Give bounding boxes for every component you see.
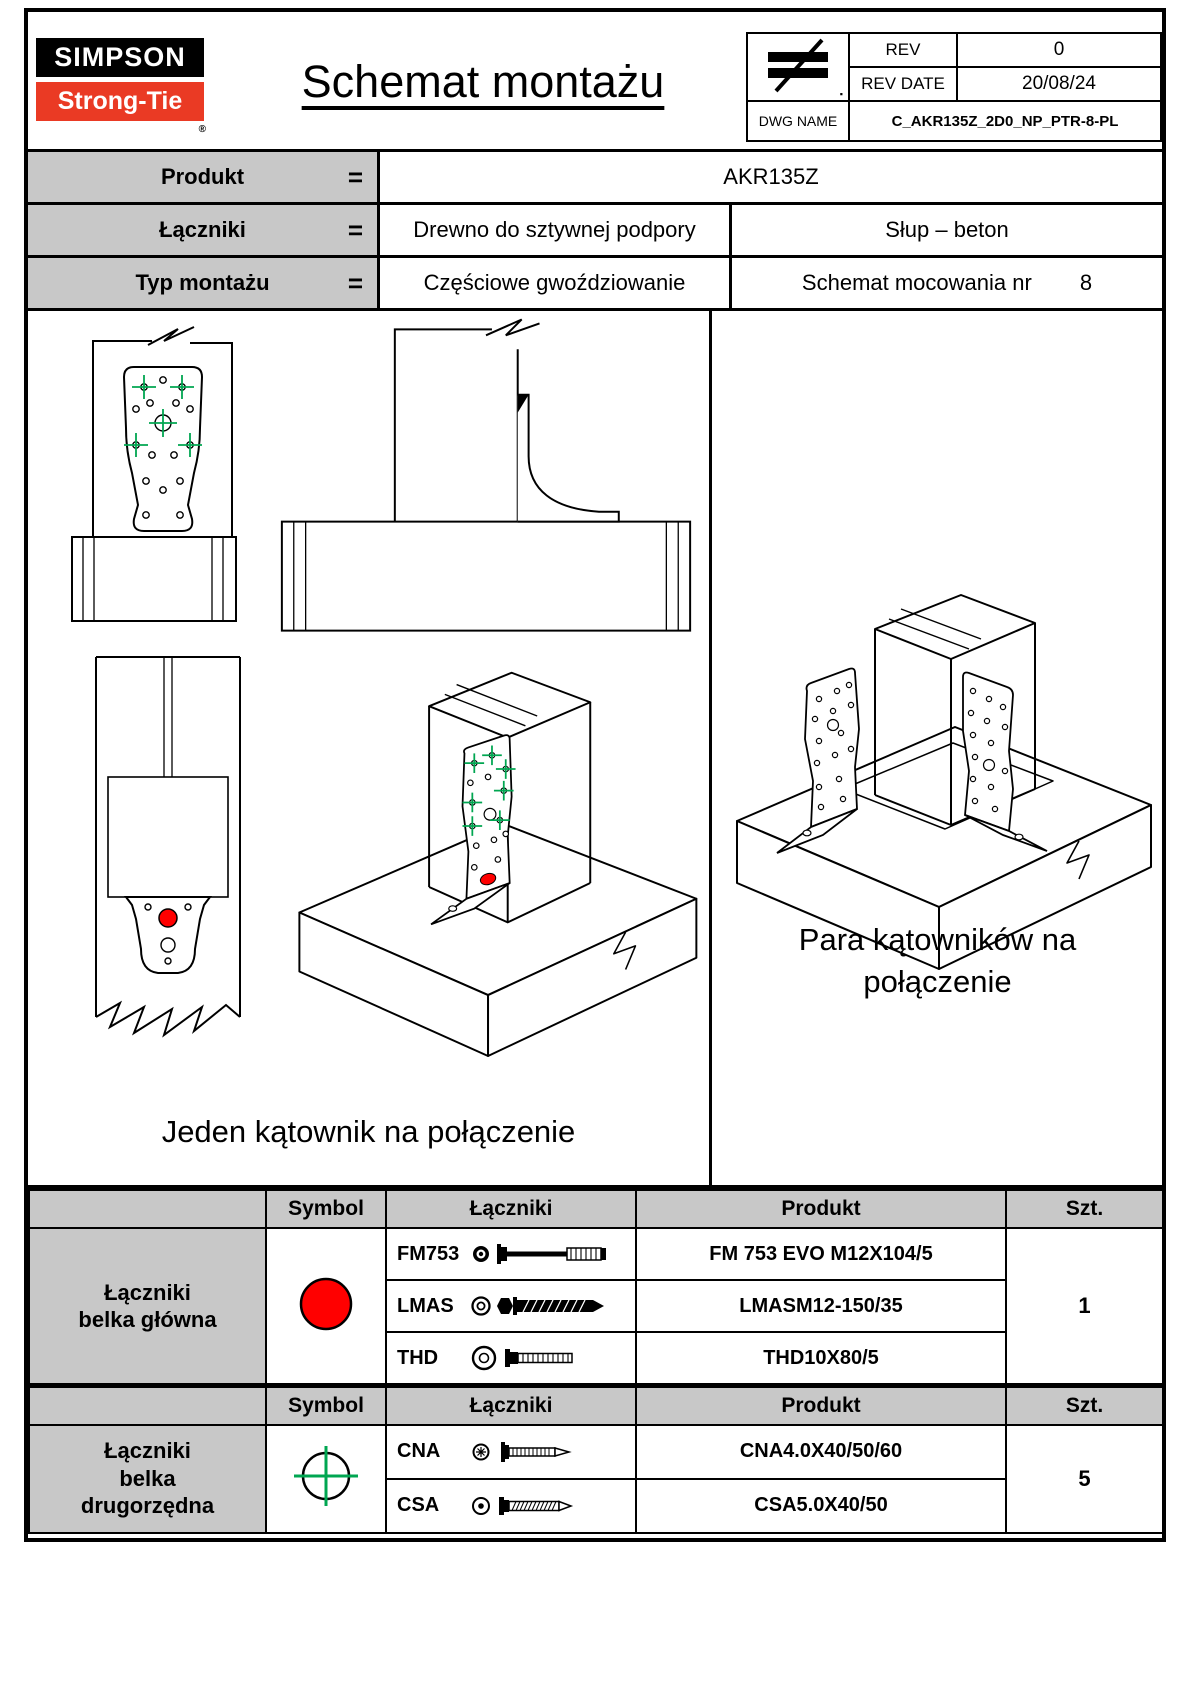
equals-sign: = bbox=[347, 267, 363, 298]
revision-table: ▪ REV 0 REV DATE 20/08/24 DWG NAME C_AKR… bbox=[746, 32, 1162, 142]
bracket-pair-panel: Para kątowników na połączenie bbox=[715, 311, 1162, 1185]
table-row: LMAS LMASM12-150/35 bbox=[29, 1279, 1163, 1333]
simpson-strongtie-logo: SIMPSON Strong-Tie ® bbox=[36, 38, 206, 135]
not-equal-projection-icon bbox=[768, 38, 828, 92]
fastener-product: LMASM12-150/35 bbox=[635, 1279, 1007, 1333]
rev-date-value: 20/08/24 bbox=[956, 66, 1162, 102]
table-row: Łączniki belka drugorzędna CNA bbox=[28, 1423, 1164, 1534]
caption-bracket-pair: Para kątowników na połączenie bbox=[798, 922, 1077, 999]
fastener-product: CNA4.0X40/50/60 bbox=[635, 1423, 1007, 1480]
rev-date-label: REV DATE bbox=[848, 66, 958, 102]
mounting-scheme-number: 8 bbox=[1079, 270, 1093, 295]
fastener-code: CNA bbox=[397, 1440, 441, 1462]
main-group-label: Łączniki belka główna bbox=[28, 1227, 267, 1385]
secondary-group-label: Łączniki belka drugorzędna bbox=[28, 1423, 267, 1534]
fastener-product: THD10X80/5 bbox=[635, 1331, 1007, 1385]
green-nail-markers bbox=[124, 375, 202, 457]
table-row: Łączniki belka główna FM753 bbox=[28, 1227, 1164, 1385]
header-qty: Szt. bbox=[1005, 1385, 1164, 1426]
fastener-code-cell: CNA bbox=[385, 1423, 637, 1480]
header-qty: Szt. bbox=[1005, 1189, 1164, 1229]
rev-value: 0 bbox=[956, 32, 1162, 68]
equals-sign: = bbox=[347, 161, 363, 192]
csa-screw-icon bbox=[472, 1496, 574, 1515]
drawing-sheet: SIMPSON Strong-Tie ® Schemat montażu ▪ R… bbox=[24, 8, 1166, 1542]
equals-sign: = bbox=[347, 214, 363, 245]
main-group-header-cell bbox=[28, 1189, 267, 1229]
fasteners-value-left: Drewno do sztywnej podpory bbox=[380, 205, 732, 255]
mounting-type-value: Częściowe gwoździowanie bbox=[380, 258, 732, 308]
logo-simpson-text: SIMPSON bbox=[36, 38, 204, 77]
fasteners-value-right: Słup – beton bbox=[885, 217, 1009, 242]
product-row: Produkt = AKR135Z bbox=[28, 152, 1162, 205]
main-qty: 1 bbox=[1005, 1227, 1164, 1385]
lmas-anchor-icon bbox=[471, 1296, 604, 1316]
red-bolt-marker bbox=[479, 872, 497, 886]
cna-nail-icon bbox=[472, 1441, 572, 1462]
green-nail-markers bbox=[462, 745, 516, 836]
projection-dot: ▪ bbox=[839, 89, 843, 99]
fastener-product: FM 753 EVO M12X104/5 bbox=[635, 1227, 1007, 1281]
mounting-type-row: Typ montażu = Częściowe gwoździowanie Sc… bbox=[28, 258, 1162, 311]
fastener-code: CSA bbox=[397, 1494, 440, 1516]
caption-single-bracket: Jeden kątownik na połączenie bbox=[161, 1114, 576, 1149]
secondary-group-header-cell bbox=[28, 1385, 267, 1426]
header-symbol: Symbol bbox=[265, 1385, 387, 1426]
dwg-name-label: DWG NAME bbox=[746, 100, 850, 142]
fastener-table-secondary: Symbol Łączniki Produkt Szt. Łączniki be… bbox=[28, 1385, 1164, 1534]
fasteners-label-cell: Łączniki = bbox=[28, 205, 380, 255]
product-value: AKR135Z bbox=[723, 164, 819, 189]
isometric-single-bracket-drawing bbox=[298, 671, 698, 1057]
fasteners-row: Łączniki = Drewno do sztywnej podpory Sł… bbox=[28, 205, 1162, 258]
header-fasteners: Łączniki bbox=[385, 1385, 637, 1426]
drawing-area: Jeden kątownik na połączenie bbox=[28, 311, 1162, 1189]
side-view-drawing bbox=[280, 318, 692, 632]
fm753-bolt-icon bbox=[473, 1244, 606, 1264]
table-row: THD THD10X80/5 bbox=[29, 1331, 1163, 1385]
fastener-code: THD bbox=[397, 1346, 439, 1369]
product-info-table: Produkt = AKR135Z Łączniki = Drewno do s… bbox=[28, 152, 1162, 311]
fastener-code: LMAS bbox=[397, 1294, 454, 1317]
table-row: CSA CSA5.0X40/50 bbox=[29, 1477, 1163, 1534]
mounting-type-label-cell: Typ montażu = bbox=[28, 258, 380, 308]
red-circle-symbol bbox=[265, 1227, 387, 1385]
green-crosshair-symbol bbox=[265, 1423, 387, 1534]
thd-screw-anchor-icon bbox=[471, 1345, 573, 1371]
fastener-code-cell: LMAS bbox=[385, 1279, 637, 1333]
fastener-code-cell: FM753 bbox=[385, 1227, 637, 1281]
fastener-code: FM753 bbox=[397, 1242, 460, 1265]
fastener-code-cell: CSA bbox=[385, 1477, 637, 1534]
title-block: SIMPSON Strong-Tie ® Schemat montażu ▪ R… bbox=[28, 12, 1162, 152]
fastener-product: CSA5.0X40/50 bbox=[635, 1477, 1007, 1534]
front-view-drawing bbox=[71, 326, 237, 622]
product-label-cell: Produkt = bbox=[28, 152, 380, 202]
mounting-scheme-cell: Schemat mocowania nr 8 bbox=[732, 258, 1162, 308]
header-product: Produkt bbox=[635, 1189, 1007, 1229]
registered-mark: ® bbox=[198, 124, 206, 135]
bottom-view-drawing bbox=[95, 656, 241, 1038]
dwg-name-value: C_AKR135Z_2D0_NP_PTR-8-PL bbox=[848, 100, 1162, 142]
header-fasteners: Łączniki bbox=[385, 1189, 637, 1229]
page-title: Schemat montażu bbox=[301, 56, 665, 107]
red-bolt-marker bbox=[158, 908, 178, 928]
rev-label: REV bbox=[848, 32, 958, 68]
header-product: Produkt bbox=[635, 1385, 1007, 1426]
header-symbol: Symbol bbox=[265, 1189, 387, 1229]
fastener-table-main: Symbol Łączniki Produkt Szt. Łączniki be… bbox=[28, 1189, 1164, 1385]
mounting-scheme-label: Schemat mocowania nr bbox=[801, 270, 1032, 295]
logo-strongtie-text: Strong-Tie ® bbox=[36, 82, 206, 135]
isometric-bracket-pair-drawing bbox=[736, 594, 1152, 970]
single-bracket-panel: Jeden kątownik na połączenie bbox=[28, 311, 712, 1185]
fastener-code-cell: THD bbox=[385, 1331, 637, 1385]
secondary-qty: 5 bbox=[1005, 1423, 1164, 1534]
projection-symbol-cell: ▪ bbox=[746, 32, 850, 102]
